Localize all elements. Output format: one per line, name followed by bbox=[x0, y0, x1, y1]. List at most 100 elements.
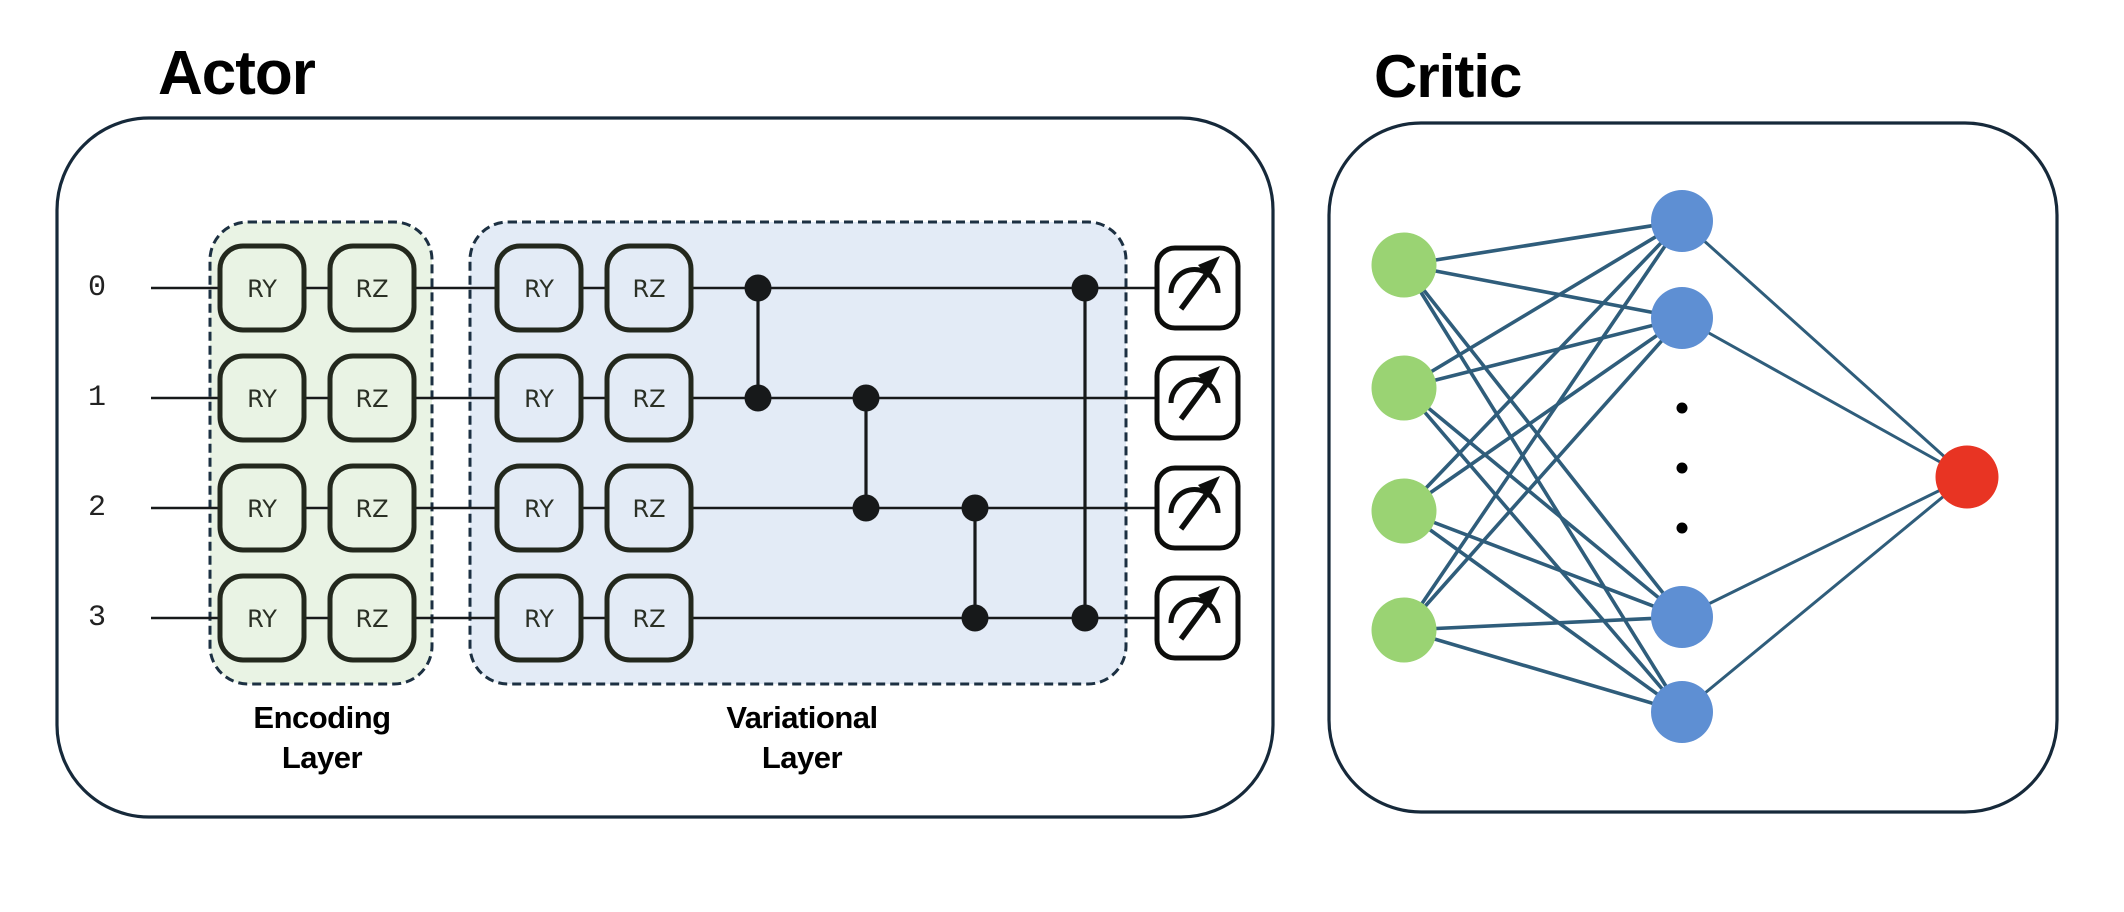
gauge-needle-icon bbox=[1178, 599, 1212, 641]
gauge-arc-icon bbox=[1168, 267, 1221, 294]
measurement-gate bbox=[1154, 355, 1241, 441]
gauge-arc-icon bbox=[1168, 597, 1221, 624]
gate-label: RY bbox=[247, 275, 277, 303]
gate-ry: RY bbox=[494, 243, 584, 333]
gate-box bbox=[327, 463, 417, 553]
gate-box bbox=[494, 463, 584, 553]
cz-gate bbox=[961, 494, 989, 632]
gate-box bbox=[604, 463, 694, 553]
gate-label: RY bbox=[247, 385, 277, 413]
gate-box bbox=[494, 573, 584, 663]
input-node bbox=[1371, 232, 1437, 298]
cz-target-dot bbox=[961, 604, 989, 632]
edge-hidden-output bbox=[1681, 475, 1968, 619]
gate-label: RZ bbox=[632, 385, 665, 413]
gate-box bbox=[604, 573, 694, 663]
gate-box bbox=[327, 353, 417, 443]
cz-target-dot bbox=[744, 384, 772, 412]
cz-control-dot bbox=[961, 494, 989, 522]
qubit-label-0: 0 bbox=[88, 271, 106, 305]
output-node bbox=[1935, 445, 1999, 509]
edge-input-hidden bbox=[1403, 509, 1683, 619]
gauge-needle-icon bbox=[1178, 489, 1212, 531]
cz-control-dot bbox=[852, 384, 880, 412]
hidden-node bbox=[1651, 586, 1713, 648]
gate-box bbox=[217, 243, 307, 333]
gate-ry: RY bbox=[217, 243, 307, 333]
gate-label: RZ bbox=[355, 385, 388, 413]
cz-gate bbox=[744, 274, 772, 412]
encoding-layer-region bbox=[208, 220, 434, 686]
ellipsis-dot bbox=[1676, 522, 1688, 534]
gate-label: RY bbox=[524, 275, 554, 303]
gate-ry: RY bbox=[494, 463, 584, 553]
cz-control-dot bbox=[1071, 274, 1099, 302]
variational-layer-label: Variational Layer bbox=[726, 700, 878, 775]
hidden-node bbox=[1651, 287, 1713, 349]
cz-target-dot bbox=[1071, 604, 1099, 632]
gauge-arrowhead-icon bbox=[1198, 256, 1220, 278]
edge-input-hidden bbox=[1403, 316, 1683, 390]
edge-input-hidden bbox=[1402, 386, 1684, 714]
gate-rz: RZ bbox=[604, 573, 694, 663]
gauge-arc-icon bbox=[1168, 377, 1221, 404]
gate-rz: RZ bbox=[604, 353, 694, 443]
gate-ry: RY bbox=[494, 353, 584, 443]
gate-label: RZ bbox=[632, 605, 665, 633]
measurement-gate bbox=[1154, 575, 1241, 661]
edge-hidden-output bbox=[1680, 219, 1969, 479]
gate-box bbox=[217, 353, 307, 443]
gauge-arrowhead-icon bbox=[1198, 586, 1220, 608]
gate-box bbox=[217, 573, 307, 663]
gate-rz: RZ bbox=[327, 243, 417, 333]
gate-label: RY bbox=[247, 495, 277, 523]
input-node bbox=[1371, 355, 1437, 421]
edge-input-hidden bbox=[1402, 219, 1684, 513]
input-node bbox=[1371, 478, 1437, 544]
measurement-gate bbox=[1154, 245, 1241, 331]
gate-ry: RY bbox=[217, 573, 307, 663]
gate-rz: RZ bbox=[327, 353, 417, 443]
gate-ry: RY bbox=[217, 353, 307, 443]
gate-box bbox=[494, 353, 584, 443]
input-node bbox=[1371, 597, 1437, 663]
ellipsis-dot bbox=[1676, 402, 1688, 414]
ellipsis-dot bbox=[1676, 462, 1688, 474]
gauge-needle-icon bbox=[1178, 379, 1212, 421]
edge-input-hidden bbox=[1403, 219, 1683, 390]
edge-hidden-output bbox=[1681, 475, 1968, 714]
edge-input-hidden bbox=[1402, 263, 1684, 619]
gate-label: RY bbox=[247, 605, 277, 633]
edge-input-hidden bbox=[1402, 316, 1684, 513]
gate-ry: RY bbox=[494, 573, 584, 663]
gate-box bbox=[494, 243, 584, 333]
gate-box bbox=[604, 243, 694, 333]
qubit-label-3: 3 bbox=[88, 601, 106, 635]
edge-input-hidden bbox=[1403, 219, 1683, 267]
gate-label: RY bbox=[524, 385, 554, 413]
gate-label: RY bbox=[524, 495, 554, 523]
gauge-arrowhead-icon bbox=[1198, 476, 1220, 498]
gate-rz: RZ bbox=[327, 463, 417, 553]
variational-layer-region bbox=[468, 220, 1128, 686]
gate-box bbox=[604, 353, 694, 443]
gate-box bbox=[217, 463, 307, 553]
gate-ry: RY bbox=[217, 463, 307, 553]
gate-label: RZ bbox=[355, 275, 388, 303]
gate-label: RZ bbox=[632, 495, 665, 523]
critic-title: Critic bbox=[1374, 43, 1522, 110]
actor-title: Actor bbox=[158, 39, 316, 108]
gate-box bbox=[327, 573, 417, 663]
hidden-node bbox=[1651, 190, 1713, 252]
edge-input-hidden bbox=[1402, 316, 1684, 632]
cz-gate bbox=[852, 384, 880, 522]
edge-hidden-output bbox=[1681, 316, 1968, 479]
gate-rz: RZ bbox=[604, 463, 694, 553]
measurement-gate bbox=[1154, 465, 1241, 551]
gate-label: RY bbox=[524, 605, 554, 633]
gate-rz: RZ bbox=[327, 573, 417, 663]
edge-input-hidden bbox=[1402, 509, 1684, 714]
gate-box bbox=[327, 243, 417, 333]
cz-control-dot bbox=[744, 274, 772, 302]
edge-input-hidden bbox=[1403, 615, 1683, 632]
